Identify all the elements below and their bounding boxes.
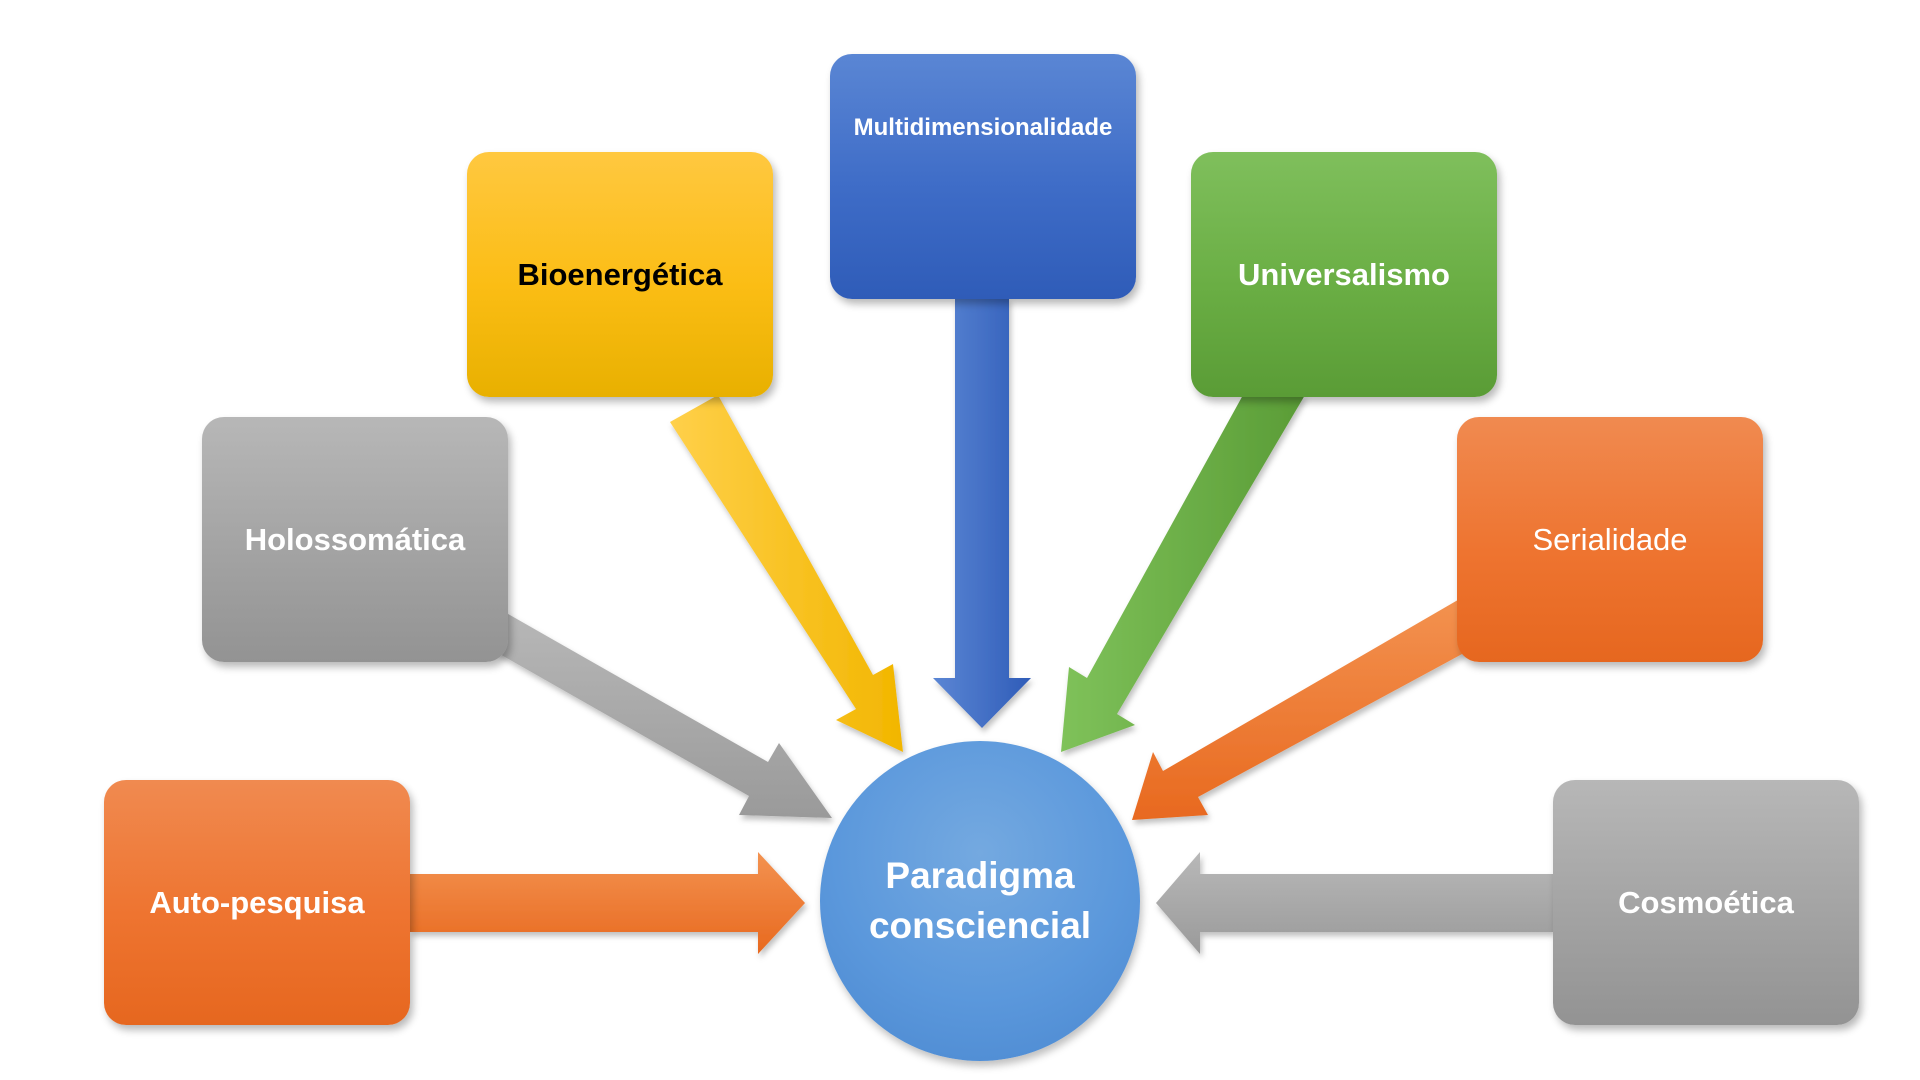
node-bioenergetica: Bioenergética (467, 152, 773, 397)
node-label: Cosmoética (1618, 884, 1794, 920)
arrow-serialidade (1132, 597, 1488, 820)
arrow-universalismo (1061, 395, 1305, 752)
node-auto-pesquisa: Auto-pesquisa (104, 780, 410, 1025)
arrow-cosmoetica (1156, 852, 1553, 954)
arrow-multidimensionalidade (933, 298, 1031, 728)
node-label: Universalismo (1238, 256, 1450, 292)
node-label: Bioenergética (517, 256, 723, 292)
center-label-line1: Paradigma (885, 855, 1075, 896)
node-universalismo: Universalismo (1191, 152, 1497, 397)
node-cosmoetica: Cosmoética (1553, 780, 1859, 1025)
node-label: Holossomática (244, 521, 466, 557)
node-label: Multidimensionalidade (853, 114, 1113, 141)
node-holossomatica: Holossomática (202, 417, 508, 662)
node-label: Auto-pesquisa (149, 884, 365, 920)
node-label: Serialidade (1532, 521, 1688, 557)
center-node-paradigma-consciencial: Paradigma consciencial (820, 741, 1140, 1061)
arrow-holossomatica (475, 606, 832, 818)
node-multidimensionalidade: Multidimensionalidade (830, 54, 1136, 299)
center-label-line2: consciencial (868, 905, 1092, 946)
arrow-auto-pesquisa (410, 852, 805, 954)
arrow-bioenergetica (670, 395, 903, 752)
node-serialidade: Serialidade (1457, 417, 1763, 662)
